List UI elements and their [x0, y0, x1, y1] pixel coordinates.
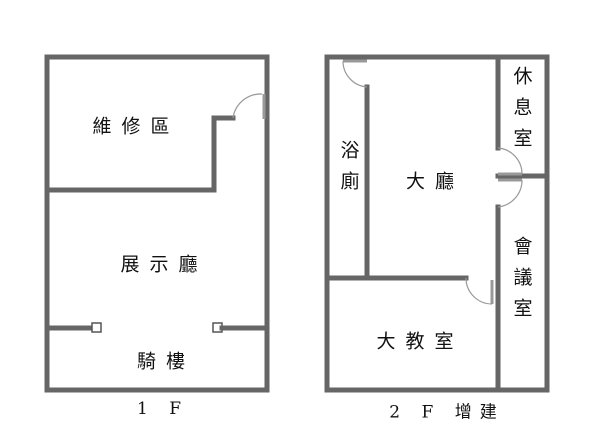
floor2-plan — [324, 54, 550, 393]
floor1-outer-wall — [44, 54, 270, 393]
repair-area-wall — [44, 115, 236, 193]
room-label-bathroom: 浴廁 — [337, 140, 360, 202]
floor2-outer-wall — [324, 54, 550, 393]
floor1-plan — [44, 54, 270, 393]
room-label-lounge: 休息室 — [510, 66, 533, 159]
meeting-door-swing — [497, 179, 523, 208]
repair-area-door-swing — [232, 93, 263, 119]
room-label-meeting-room: 會議室 — [510, 236, 533, 329]
classroom-door-swing — [465, 277, 493, 305]
room-label-repair-area: 維修區 — [92, 115, 180, 138]
lounge-door-swing — [497, 147, 523, 175]
room-label-classroom: 大教室 — [376, 330, 464, 353]
bathroom-door-swing — [342, 60, 368, 88]
room-label-arcade: 騎樓 — [136, 350, 196, 373]
floor2-caption: 2 F 增建 — [389, 402, 505, 423]
floor1-caption: 1 F — [136, 399, 190, 419]
room-label-showroom: 展示廳 — [120, 253, 208, 276]
pillar-left — [91, 322, 102, 333]
room-label-hall: 大廳 — [405, 170, 465, 193]
